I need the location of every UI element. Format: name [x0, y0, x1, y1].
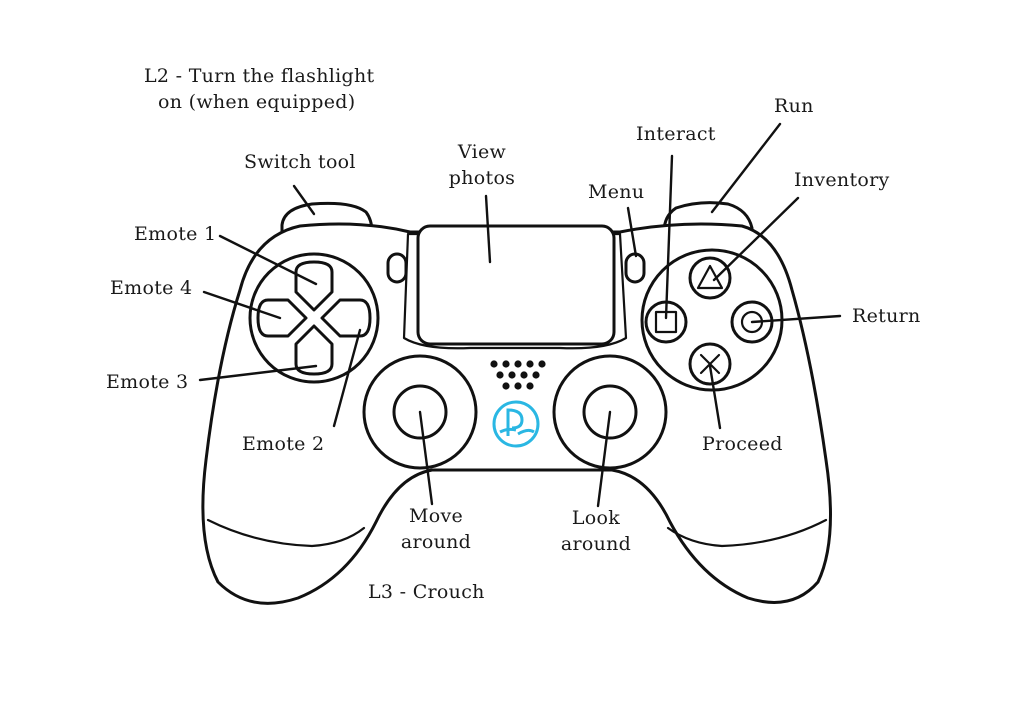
leader-inventory: [712, 196, 800, 282]
label-return: Return: [852, 305, 921, 327]
leader-emote2: [332, 328, 362, 428]
leader-interact: [664, 154, 674, 320]
label-view-line1: View: [457, 141, 507, 163]
leader-emote3: [198, 364, 318, 382]
label-view-line2: photos: [449, 167, 515, 189]
leader-emote4: [202, 290, 282, 320]
label-run: Run: [774, 95, 814, 117]
speaker-grille: [490, 360, 546, 390]
label-move-line2: around: [401, 531, 471, 553]
leader-menu: [626, 206, 638, 258]
dpad-well: [248, 252, 380, 384]
label-emote3: Emote 3: [106, 371, 188, 393]
right-grip-seam: [666, 518, 828, 548]
label-proceed: Proceed: [702, 433, 783, 455]
options-button: [624, 252, 646, 284]
label-l3: L3 - Crouch: [368, 581, 485, 603]
dpad-up: [294, 260, 334, 312]
label-emote4: Emote 4: [110, 277, 192, 299]
leader-look-around: [596, 410, 612, 508]
share-button: [386, 252, 408, 284]
label-look-line1: Look: [572, 507, 620, 529]
leader-run: [710, 122, 782, 214]
label-switch-tool: Switch tool: [244, 151, 356, 173]
touchpad: [416, 224, 616, 346]
cross-icon: [699, 353, 721, 375]
label-emote2: Emote 2: [242, 433, 324, 455]
dpad-left: [256, 298, 308, 338]
leader-move-around: [418, 410, 434, 506]
playstation-logo-icon: [492, 400, 540, 448]
label-emote1: Emote 1: [134, 223, 216, 245]
leader-proceed: [708, 364, 722, 430]
leader-switch-tool: [292, 184, 316, 216]
label-l2-line2: on (when equipped): [158, 91, 355, 113]
leader-return: [750, 314, 842, 324]
label-inventory: Inventory: [794, 169, 890, 191]
label-l2-line1: L2 - Turn the flashlight: [144, 65, 375, 87]
label-menu: Menu: [588, 181, 644, 203]
touchpad-frame: [402, 232, 628, 350]
label-look-line2: around: [561, 533, 631, 555]
left-grip-seam: [206, 518, 366, 548]
leader-emote1: [218, 234, 318, 286]
label-move-line1: Move: [409, 505, 463, 527]
leader-view-photos: [484, 194, 492, 264]
dpad-right: [320, 298, 372, 338]
triangle-button: [688, 256, 732, 300]
label-interact: Interact: [636, 123, 716, 145]
